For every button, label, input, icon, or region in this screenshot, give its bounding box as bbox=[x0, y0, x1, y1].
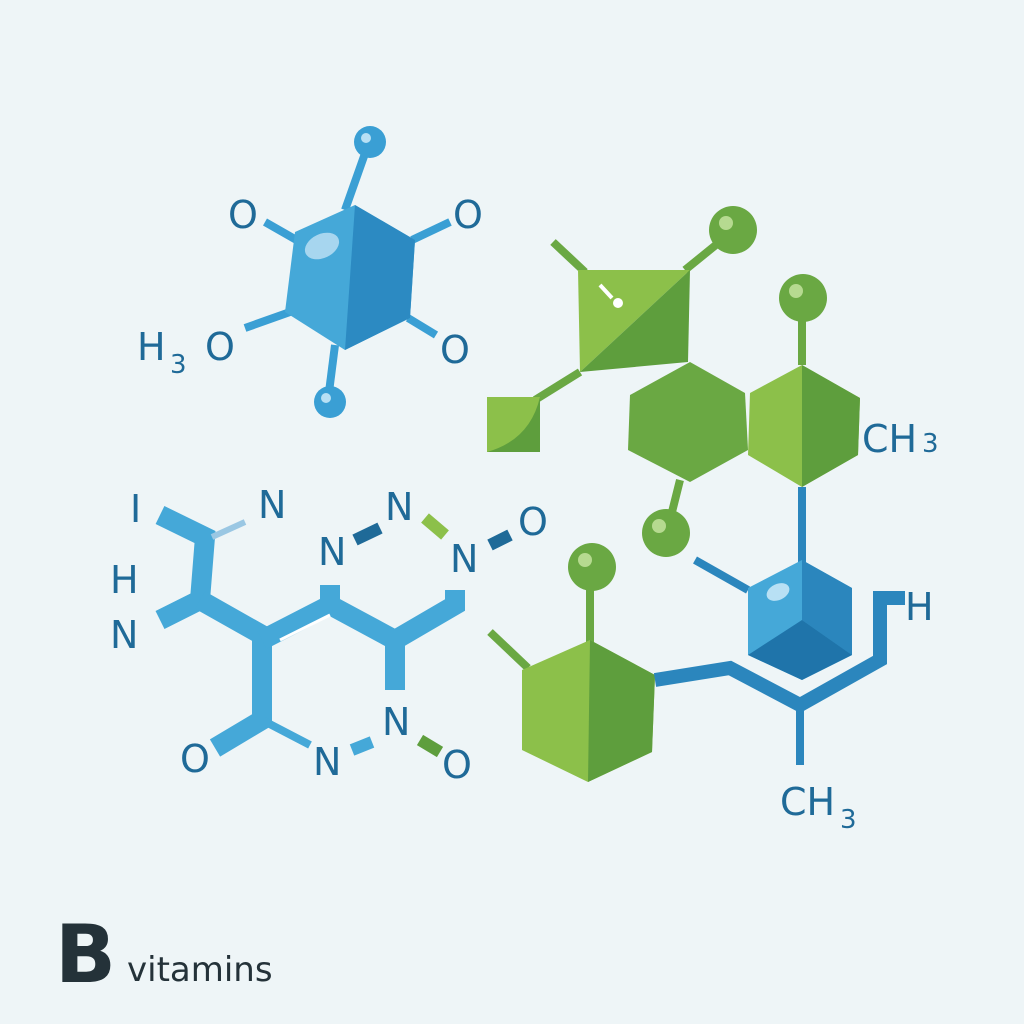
atom-label: I bbox=[130, 487, 141, 531]
atom-label: O bbox=[442, 743, 472, 787]
atom-label: N bbox=[110, 613, 138, 657]
atom-label: O bbox=[518, 500, 548, 544]
atom-label: H bbox=[110, 558, 139, 602]
atom-label: H bbox=[137, 325, 166, 369]
molecule-bottom-left bbox=[155, 506, 513, 758]
molecule-top-right: CH 3 bbox=[487, 206, 939, 565]
atom-label: CH bbox=[862, 417, 917, 461]
title-letter: B bbox=[55, 908, 116, 1001]
atom-label: O bbox=[180, 737, 210, 781]
atom-label-subscript: 3 bbox=[840, 805, 857, 835]
atom-label-subscript: 3 bbox=[170, 350, 187, 380]
atom-label: N bbox=[385, 485, 413, 529]
atom-label: N bbox=[258, 483, 286, 527]
atom-label: O bbox=[205, 325, 235, 369]
atom-label-subscript: 3 bbox=[922, 429, 939, 459]
molecule-top-left: O O H 3 O O bbox=[137, 126, 483, 418]
atom-label: CH bbox=[780, 780, 835, 824]
molecule-bottom-left-labels: I N H N N N N O O N N O bbox=[110, 483, 548, 787]
atom-label: H bbox=[905, 585, 934, 629]
atom-label: N bbox=[318, 530, 346, 574]
title-word: vitamins bbox=[127, 950, 273, 990]
atom-label: O bbox=[228, 193, 258, 237]
atom-label: N bbox=[382, 700, 410, 744]
atom-label: N bbox=[450, 537, 478, 581]
atom-label: O bbox=[453, 193, 483, 237]
atom-label: N bbox=[313, 740, 341, 784]
atom-label: O bbox=[440, 328, 470, 372]
molecule-bottom-right: H CH 3 bbox=[487, 543, 934, 835]
